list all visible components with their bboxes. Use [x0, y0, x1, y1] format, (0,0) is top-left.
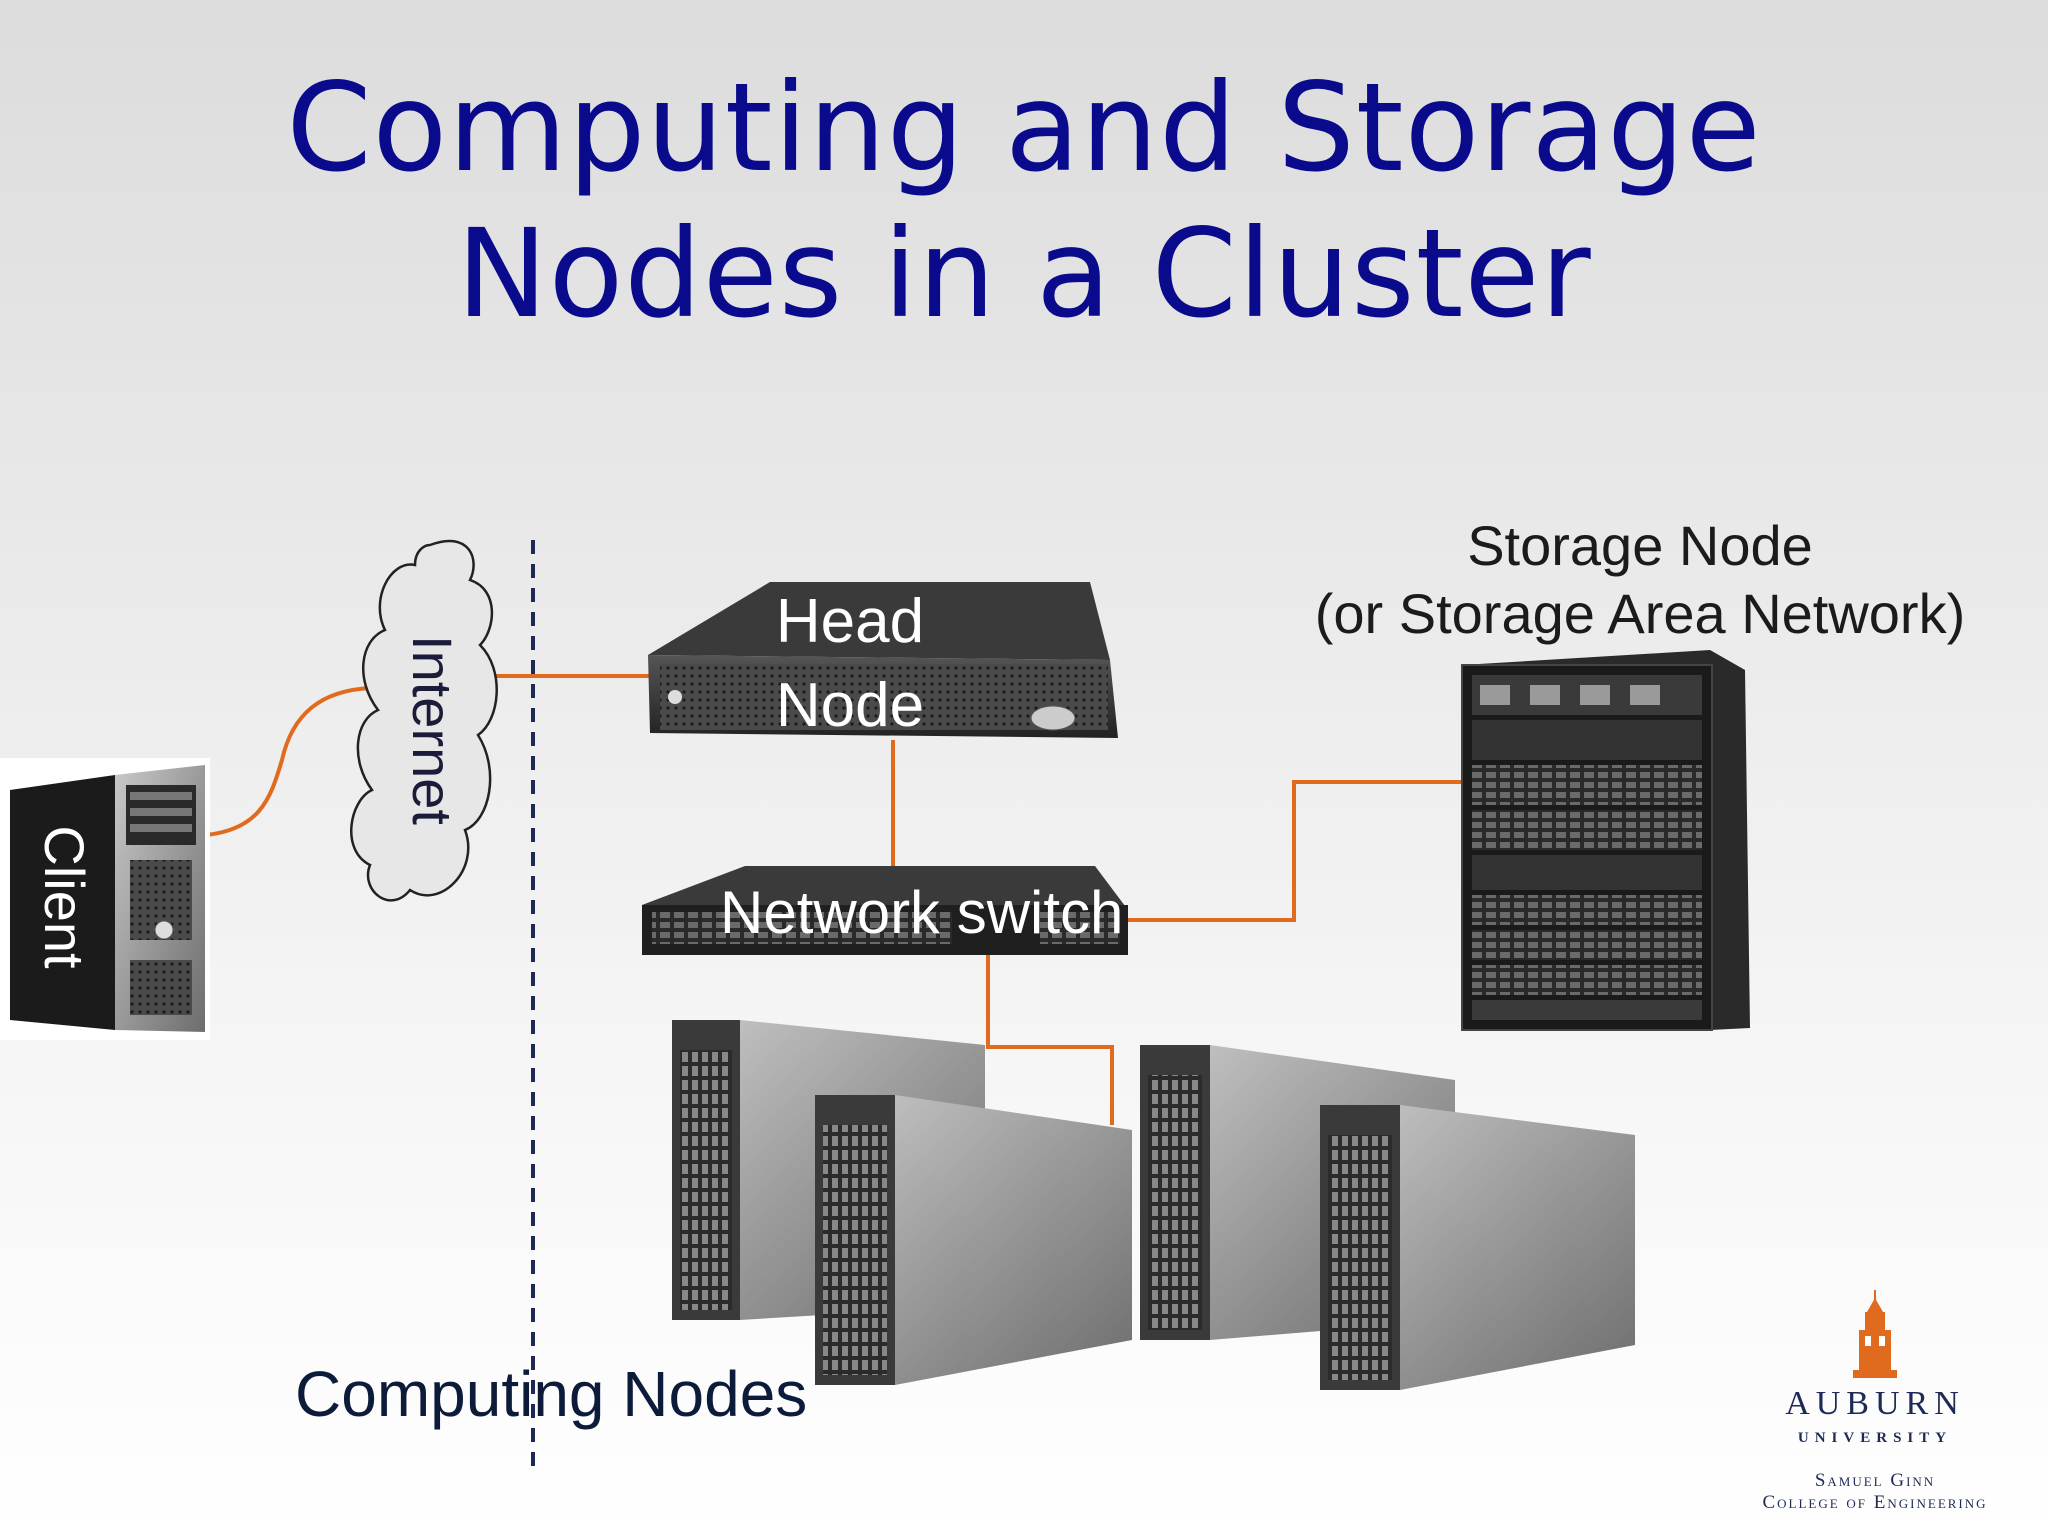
internet-cloud-icon [350, 539, 498, 902]
samford-tower-icon [1853, 1290, 1897, 1378]
storage-rack-slots [1472, 675, 1702, 1020]
slide-title-line-2: Nodes in a Cluster [456, 203, 1592, 345]
slide-title-line-1: Computing and Storage [286, 57, 1762, 199]
internet-label: Internet [401, 635, 464, 825]
switch-compute-link [986, 955, 1114, 1125]
network-switch-label: Network switch [720, 879, 1124, 946]
computing-node-blade-4 [1320, 1105, 1635, 1390]
slide-title: Computing and Storage Nodes in a Cluster [0, 55, 2048, 347]
logo-auburn-text: AUBURN [1785, 1385, 1965, 1422]
client-label: Client [33, 825, 96, 969]
computing-node-blade-2 [815, 1095, 1132, 1385]
auburn-university-logo: AUBURN UNIVERSITY Samuel Ginn College of… [1735, 1290, 2015, 1520]
client-internet-link [195, 686, 373, 838]
storage-node-label: Storage Node (or Storage Area Network) [1300, 512, 1980, 648]
logo-college-line-2: College of Engineering [1762, 1492, 1988, 1513]
storage-node-label-line-1: Storage Node [1467, 514, 1813, 577]
storage-node-label-line-2: (or Storage Area Network) [1314, 582, 1966, 645]
network-switch-icon [642, 866, 1128, 955]
computing-nodes-label: Computing Nodes [295, 1358, 808, 1430]
client-computer-icon [0, 758, 210, 1040]
logo-university-text: UNIVERSITY [1797, 1430, 1953, 1446]
switch-storage-link [1110, 780, 1462, 922]
head-node-label: Head Node [740, 580, 960, 748]
head-node-label-line-1: Head [775, 587, 925, 656]
head-node-server-icon [648, 582, 1118, 738]
logo-college-line-1: Samuel Ginn [1814, 1470, 1936, 1491]
connector-lines [195, 674, 1462, 1125]
head-node-label-line-2: Node [775, 671, 925, 740]
storage-node-rack-icon [1461, 650, 1750, 1031]
